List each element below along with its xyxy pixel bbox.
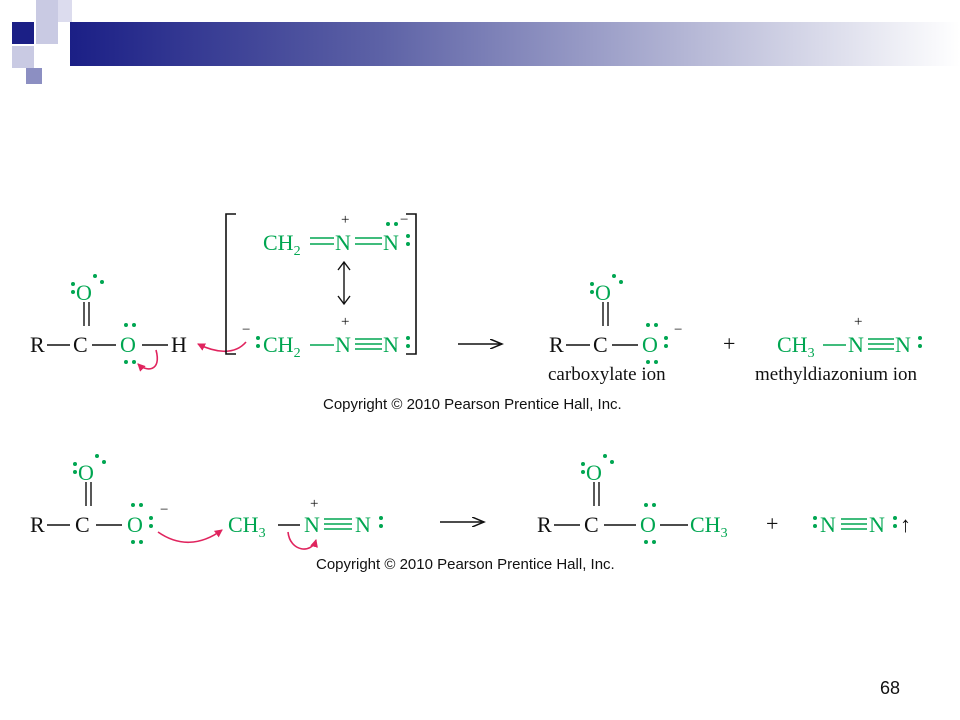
nitrogen-atom: N bbox=[869, 512, 885, 537]
plus-charge: + bbox=[854, 314, 862, 330]
plus-charge: + bbox=[341, 212, 349, 228]
plus-charge: + bbox=[341, 314, 349, 330]
minus-charge: − bbox=[160, 502, 168, 518]
methyldiazonium-label: methyldiazonium ion bbox=[755, 364, 918, 385]
minus-charge: − bbox=[674, 322, 682, 338]
ch2-group: CH2 bbox=[263, 230, 301, 259]
r-group: R bbox=[30, 512, 45, 537]
carbonyl-carbon: C bbox=[73, 332, 88, 357]
copyright-notice: Copyright © 2010 Pearson Prentice Hall, … bbox=[323, 396, 622, 413]
carbonyl-oxygen: O bbox=[76, 280, 92, 305]
plus-sign: + bbox=[723, 331, 735, 356]
header-square-light bbox=[36, 22, 58, 44]
nitrogen-atom: N bbox=[820, 512, 836, 537]
anionic-oxygen: O bbox=[642, 332, 658, 357]
anionic-oxygen: O bbox=[127, 512, 143, 537]
header-square-light bbox=[12, 46, 34, 68]
gas-evolution-arrow: ↑ bbox=[900, 512, 911, 537]
curved-arrow bbox=[157, 529, 223, 543]
methyldiazonium-reactant: CH3 N + N bbox=[228, 496, 383, 550]
lone-pair-dots bbox=[71, 274, 104, 294]
nitrogen-terminal: N bbox=[355, 512, 371, 537]
minus-charge: − bbox=[400, 212, 408, 228]
copyright-notice: Copyright © 2010 Pearson Prentice Hall, … bbox=[316, 556, 615, 573]
ch3-group: CH3 bbox=[690, 512, 728, 541]
left-bracket bbox=[225, 213, 236, 355]
carbonyl-oxygen: O bbox=[78, 460, 94, 485]
carboxylate-ion: R C O O − carboxylate ion bbox=[548, 274, 682, 385]
carboxylic-acid: R C O O H bbox=[30, 274, 247, 372]
plus-sign: + bbox=[766, 511, 778, 536]
diazomethane-top: CH2 N + N − bbox=[263, 212, 410, 259]
nitrogen-positive: N bbox=[335, 230, 351, 255]
nitrogen-positive: N bbox=[848, 332, 864, 357]
header-square-light bbox=[36, 0, 58, 22]
ch3-group: CH3 bbox=[228, 512, 266, 541]
curved-arrow bbox=[137, 349, 159, 372]
diazomethane-bottom: − CH2 N + N bbox=[242, 314, 410, 361]
right-bracket bbox=[406, 213, 417, 355]
methyl-ester: R C O O CH3 bbox=[537, 454, 728, 544]
r-group: R bbox=[549, 332, 564, 357]
ester-oxygen: O bbox=[640, 512, 656, 537]
carbonyl-carbon: C bbox=[593, 332, 608, 357]
lone-pair-dots bbox=[124, 323, 136, 364]
r-group: R bbox=[30, 332, 45, 357]
ch3-group: CH3 bbox=[777, 332, 815, 361]
nitrogen-positive: N bbox=[335, 332, 351, 357]
acidic-hydrogen: H bbox=[171, 332, 187, 357]
nitrogen-terminal: N bbox=[895, 332, 911, 357]
curved-arrow bbox=[197, 341, 247, 353]
carboxylate-label: carboxylate ion bbox=[548, 364, 666, 385]
nitrogen-terminal: N bbox=[383, 332, 399, 357]
methyldiazonium-ion: CH3 N + N methyldiazonium ion bbox=[755, 314, 922, 385]
carbonyl-carbon: C bbox=[75, 512, 90, 537]
ch2-group: CH2 bbox=[263, 332, 301, 361]
carbonyl-oxygen: O bbox=[586, 460, 602, 485]
header-square-medium bbox=[26, 68, 42, 84]
nitrogen-gas: N N ↑ bbox=[813, 512, 911, 537]
hydroxyl-oxygen: O bbox=[120, 332, 136, 357]
minus-charge: − bbox=[242, 322, 250, 338]
page-number: 68 bbox=[880, 678, 901, 698]
header-gradient-bar bbox=[70, 22, 960, 66]
nitrogen-terminal: N bbox=[383, 230, 399, 255]
header-square-dark bbox=[12, 22, 34, 44]
carbonyl-oxygen: O bbox=[595, 280, 611, 305]
curved-arrow bbox=[287, 531, 318, 550]
header-square-medium bbox=[58, 0, 72, 22]
nitrogen-positive: N bbox=[304, 512, 320, 537]
plus-charge: + bbox=[310, 496, 318, 512]
carbonyl-carbon: C bbox=[584, 512, 599, 537]
carboxylate-reactant: R C O O − bbox=[30, 454, 223, 544]
r-group: R bbox=[537, 512, 552, 537]
